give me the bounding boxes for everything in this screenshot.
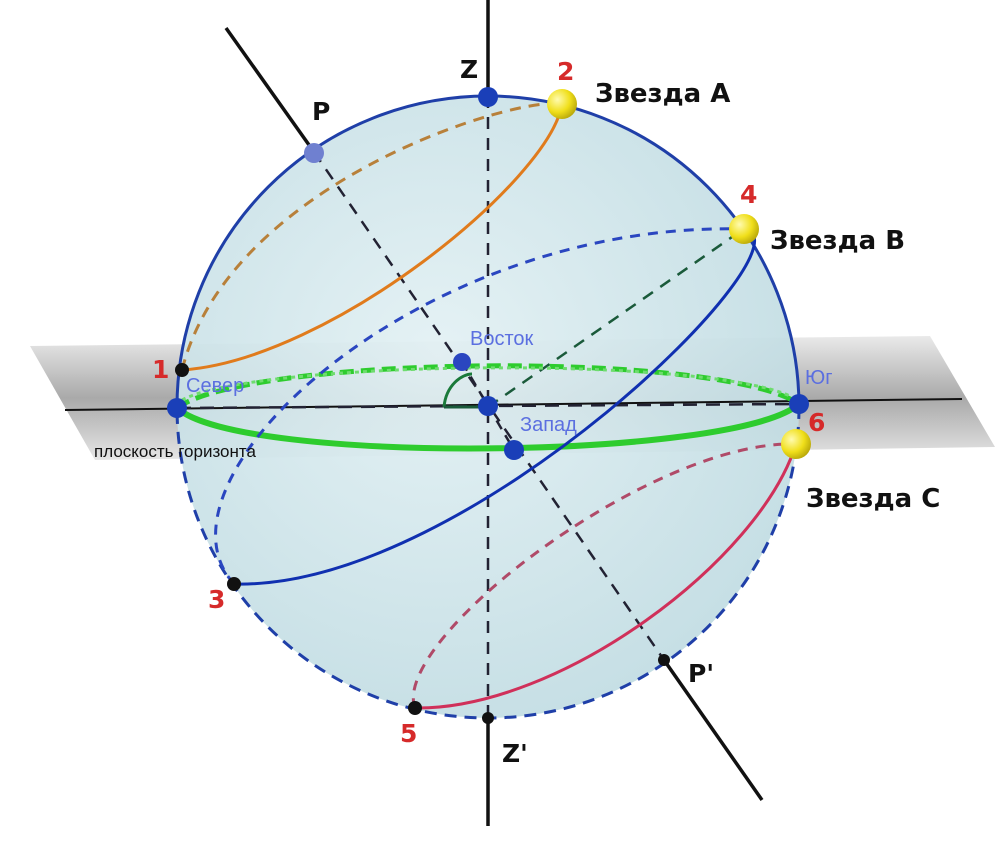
- nadir-label: Z': [502, 739, 528, 768]
- star-c-marker: [781, 429, 811, 459]
- point-6-label: 6: [808, 408, 825, 437]
- west-label: Запад: [520, 414, 577, 436]
- point-4-label: 4: [740, 180, 757, 209]
- point-2-label: 2: [557, 57, 574, 86]
- polar-axis-outer-top: [224, 26, 316, 154]
- point-1-label: 1: [152, 355, 169, 384]
- star-b-label: Звезда B: [770, 226, 905, 256]
- star-c-label: Звезда C: [806, 484, 940, 514]
- star-b-marker: [729, 214, 759, 244]
- west-point: [504, 440, 524, 460]
- horizon-circle-front: [174, 401, 801, 452]
- pole-point: [304, 143, 324, 163]
- point-3-marker: [227, 577, 241, 591]
- pole-opposite-point: [658, 654, 670, 666]
- point-5-label: 5: [400, 719, 417, 748]
- horizon-plane-label: плоскость горизонта: [94, 442, 256, 461]
- star-c-path-back: [411, 442, 797, 709]
- pole-opposite-label: P': [688, 659, 714, 688]
- north-point: [167, 398, 187, 418]
- point-3-label: 3: [208, 585, 225, 614]
- east-label: Восток: [470, 328, 534, 350]
- meridian-diagonal-east: [487, 228, 743, 409]
- north-label: Север: [186, 375, 244, 397]
- east-point: [453, 353, 471, 371]
- zenith-point: [478, 87, 498, 107]
- horizon-circle-back: [175, 363, 801, 411]
- nadir-point: [482, 712, 494, 724]
- pole-label: P: [312, 97, 330, 126]
- horizon-axis-line: [64, 398, 963, 411]
- horizon-circle-back-inner: [181, 366, 795, 402]
- latitude-angle-arc: [442, 372, 473, 408]
- star-b-path-front: [233, 227, 756, 586]
- zenith-label: Z: [460, 55, 478, 84]
- point-1-marker: [175, 363, 189, 377]
- center-point: [478, 396, 498, 416]
- star-a-path-front: [181, 103, 564, 372]
- star-a-marker: [547, 89, 577, 119]
- star-b-path-back: [214, 227, 745, 586]
- south-label: Юг: [805, 367, 833, 389]
- point-5-marker: [408, 701, 422, 715]
- star-a-label: Звезда A: [595, 79, 730, 109]
- south-point: [789, 394, 809, 414]
- star-a-path-back: [180, 101, 563, 371]
- polar-axis-outer-bottom: [662, 658, 764, 802]
- polar-axis-inner: [312, 151, 666, 661]
- star-c-path-front: [414, 443, 798, 710]
